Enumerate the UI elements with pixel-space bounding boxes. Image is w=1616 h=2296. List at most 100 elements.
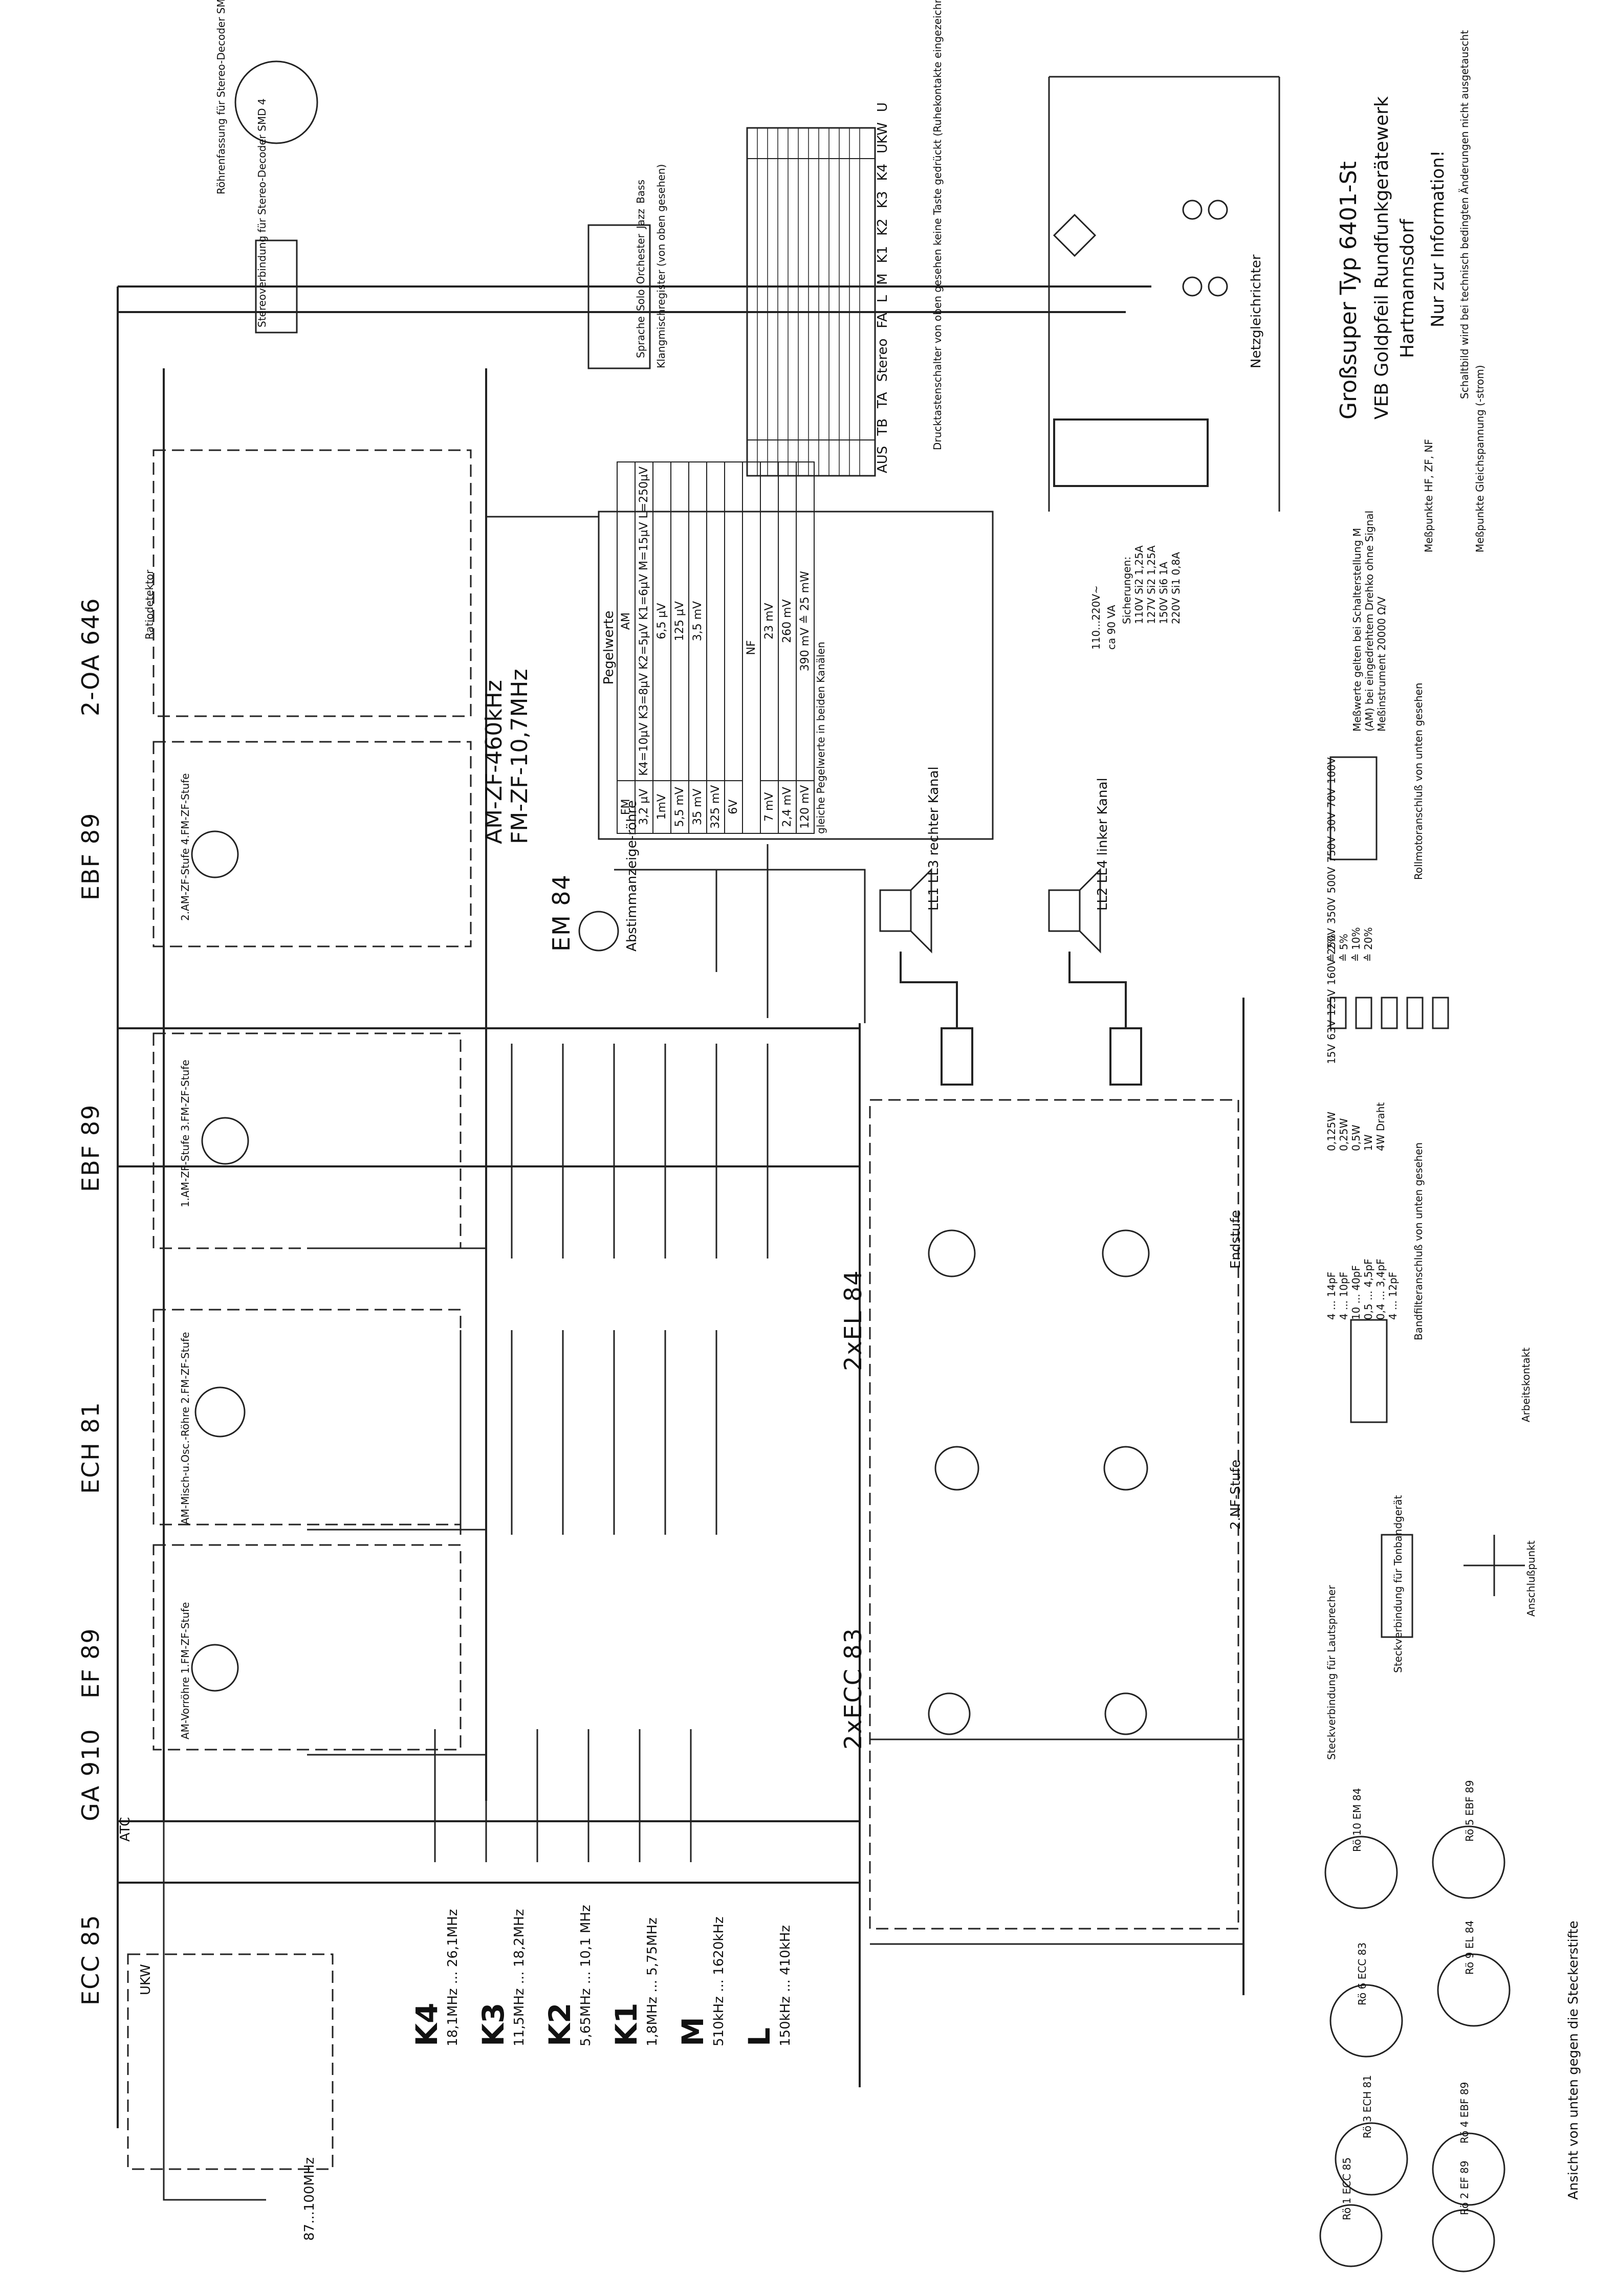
tube-label-oa646: 2-OA 646	[77, 597, 104, 716]
key-m: M	[875, 273, 890, 285]
pegel-col-am: AM	[617, 461, 635, 781]
fuse-row: 220V Si1 0,8A	[1170, 551, 1182, 624]
pegel-cell: 390 mV ≙ 25 mW	[796, 461, 814, 781]
key-k1: K1	[875, 246, 890, 263]
fuses-title: Sicherungen:	[1121, 556, 1133, 624]
cap-row: 4 ... 10pF	[1338, 1271, 1350, 1320]
key-u: U	[875, 102, 890, 113]
klang-key: Orchester	[635, 234, 647, 284]
pegel-cell: 5,5 mV	[671, 780, 689, 833]
key-k4: K4	[875, 163, 890, 181]
tube-label-ech81: ECH 81	[77, 1401, 104, 1494]
band-k4-name: K4	[409, 2002, 444, 2046]
pegel-cell	[707, 461, 725, 781]
ech81-role: AM-Misch-u.Osc.-Röhre 2.FM-ZF-Stufe	[179, 1332, 191, 1525]
klang-key: Sprache	[635, 316, 647, 358]
res-row: 4W Draht	[1374, 1102, 1387, 1151]
measure-point-dc: Meßpunkte Gleichspannung (-strom)	[1474, 365, 1486, 553]
volt: 125V	[1325, 989, 1338, 1016]
pegel-cell	[725, 461, 743, 781]
pegel-cell: 6,5 µV	[653, 461, 671, 781]
pegel-footer: gleiche Pegelwerte in beiden Kanälen	[815, 642, 827, 834]
res-row: 0,5W	[1350, 1124, 1362, 1151]
band-l-range: 150kHz ... 410kHz	[778, 1925, 793, 2046]
lautsprecher-note: Steckverbindung für Lautsprecher	[1325, 1585, 1338, 1760]
socket-ro1: Rö 1 ECC 85	[1341, 2157, 1353, 2220]
key-aus: AUS	[875, 446, 890, 473]
key-stereo: Stereo	[875, 338, 890, 382]
socket-ro5: Rö 5 EBF 89	[1464, 1780, 1476, 1842]
stereo-note: Stereoverbindung für Stereo-Decoder SMD …	[256, 98, 268, 327]
fm-if-note: FM-ZF-10,7MHz	[507, 669, 533, 844]
tube-label-em84: EM 84	[548, 874, 575, 952]
klang-key: Jazz	[635, 208, 647, 229]
key-k2: K2	[875, 218, 890, 236]
legend-resistors: 0,125W 0,25W 0,5W 1W 4W Draht	[1325, 1102, 1387, 1151]
volt: 15V	[1325, 1044, 1338, 1064]
klang-key: Bass	[635, 180, 647, 204]
volt: 750V	[1325, 836, 1338, 863]
volt: 350V	[1325, 897, 1338, 924]
drucktasten-caption: Drucktastenschalter von oben gesehen kei…	[931, 0, 944, 450]
volt: 63V	[1325, 1020, 1338, 1040]
volt: 250V	[1325, 928, 1338, 955]
pegel-cell: 3,5 mV	[689, 461, 707, 781]
title-maker: VEB Goldpfeil Rundfunkgerätewerk	[1371, 96, 1392, 420]
socket-ro6: Rö 6 ECC 83	[1356, 1942, 1368, 2005]
key-ta: TA	[875, 392, 890, 408]
tube-label-ef89: EF 89	[77, 1627, 104, 1698]
volt: 70V	[1325, 788, 1338, 808]
tube-label-ebf89-2: EBF 89	[77, 812, 104, 900]
tonband-note: Steckverbindung für Tonbandgerät	[1392, 1495, 1404, 1673]
fuse-row: 150V Si6 1A	[1158, 562, 1170, 624]
pegel-cell: 120 mV	[796, 780, 814, 833]
pegel-cell: 35 mV	[689, 780, 707, 833]
klangregister-keys: Sprache Solo Orchester Jazz Bass	[635, 180, 647, 358]
volt: 500V	[1325, 867, 1338, 894]
ebf89b-role: 2.AM-ZF-Stufe 4.FM-ZF-Stufe	[179, 773, 191, 921]
key-tb: TB	[875, 418, 890, 436]
title-note: Nur zur Information!	[1428, 150, 1448, 327]
measure-point-label: Meßpunkte HF, ZF, NF	[1423, 439, 1435, 553]
pegel-cell: 325 mV	[707, 780, 725, 833]
tol-row: ≙ 10%	[1350, 927, 1362, 962]
am-if-note: AM-ZF-460kHz	[481, 680, 507, 844]
pegel-cell: 6V	[725, 780, 743, 833]
res-row: 0,125W	[1325, 1111, 1338, 1151]
klang-key: Solo	[635, 289, 647, 312]
fuse-row: 110V Si2 1,25A	[1133, 545, 1145, 624]
drucktasten-keys: AUS TB TA Stereo FA L M K1 K2 K3 K4 UKW …	[875, 102, 890, 473]
volt: 100V	[1325, 757, 1338, 784]
pegel-title: Pegelwerte	[601, 610, 617, 685]
pegel-cell: 2,4 mV	[778, 780, 796, 833]
key-k3: K3	[875, 191, 890, 209]
power-rectifier-label: Netzgleichrichter	[1249, 254, 1264, 368]
cap-row: 4 ... 14pF	[1325, 1271, 1338, 1320]
band-k1-name: K1	[609, 2002, 644, 2046]
el84-role: Endstufe	[1228, 1210, 1243, 1269]
title-place: Hartmannsdorf	[1397, 219, 1418, 358]
band-k3-name: K3	[476, 2002, 511, 2046]
title-note2: Schaltbild wird bei technisch bedingten …	[1458, 30, 1471, 399]
key-ukw: UKW	[875, 122, 890, 153]
socket-ro4: Rö 4 EBF 89	[1458, 2082, 1471, 2144]
ecc83-role: 2.NF-Stufe	[1228, 1460, 1243, 1530]
pegel-col-fm: FM	[617, 780, 635, 833]
band-k2-name: K2	[542, 2002, 577, 2046]
atc-label: ATC	[118, 1817, 133, 1842]
volt: 30V	[1325, 812, 1338, 832]
volt: 160V	[1325, 959, 1338, 985]
res-row: 0,25W	[1338, 1118, 1350, 1151]
key-l: L	[875, 295, 890, 303]
pegel-cell: 260 mV	[778, 461, 796, 781]
pegel-cell: 7 mV	[760, 780, 778, 833]
tube-label-ecc85: ECC 85	[77, 1914, 104, 2005]
band-k1-range: 1,8MHz ... 5,75MHz	[645, 1917, 660, 2046]
power-voltage: 110...220V~	[1090, 585, 1102, 650]
ukw-label: UKW	[138, 1964, 154, 1995]
key-fa: FA	[875, 313, 890, 328]
socket-ro10: Rö 10 EM 84	[1351, 1787, 1363, 1852]
